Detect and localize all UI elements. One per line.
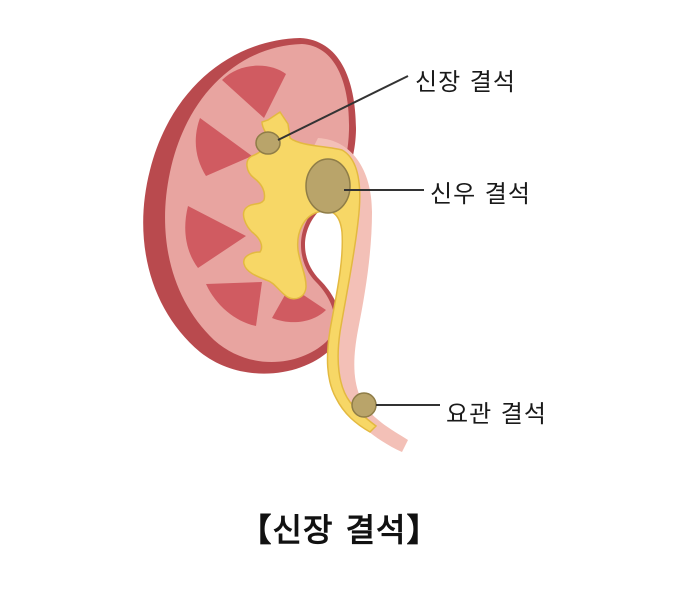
ureter-stone-marker — [351, 392, 377, 418]
ureter-stone-label: 요관 결석 — [446, 400, 547, 428]
renal-pelvis-stone-label: 신우 결석 — [430, 180, 531, 208]
pyramid — [195, 118, 252, 176]
renal-pelvis-stone-marker — [305, 158, 351, 214]
pyramid — [206, 282, 262, 326]
leader-lines — [277, 75, 440, 406]
figure-caption: 【신장 결석】 — [239, 511, 440, 549]
pyramid — [222, 65, 286, 118]
kidney-stone-label: 신장 결석 — [415, 68, 516, 96]
kidney-stone-leader-line — [277, 75, 409, 141]
kidney-stone-marker — [255, 131, 281, 155]
pyramid — [185, 206, 246, 268]
